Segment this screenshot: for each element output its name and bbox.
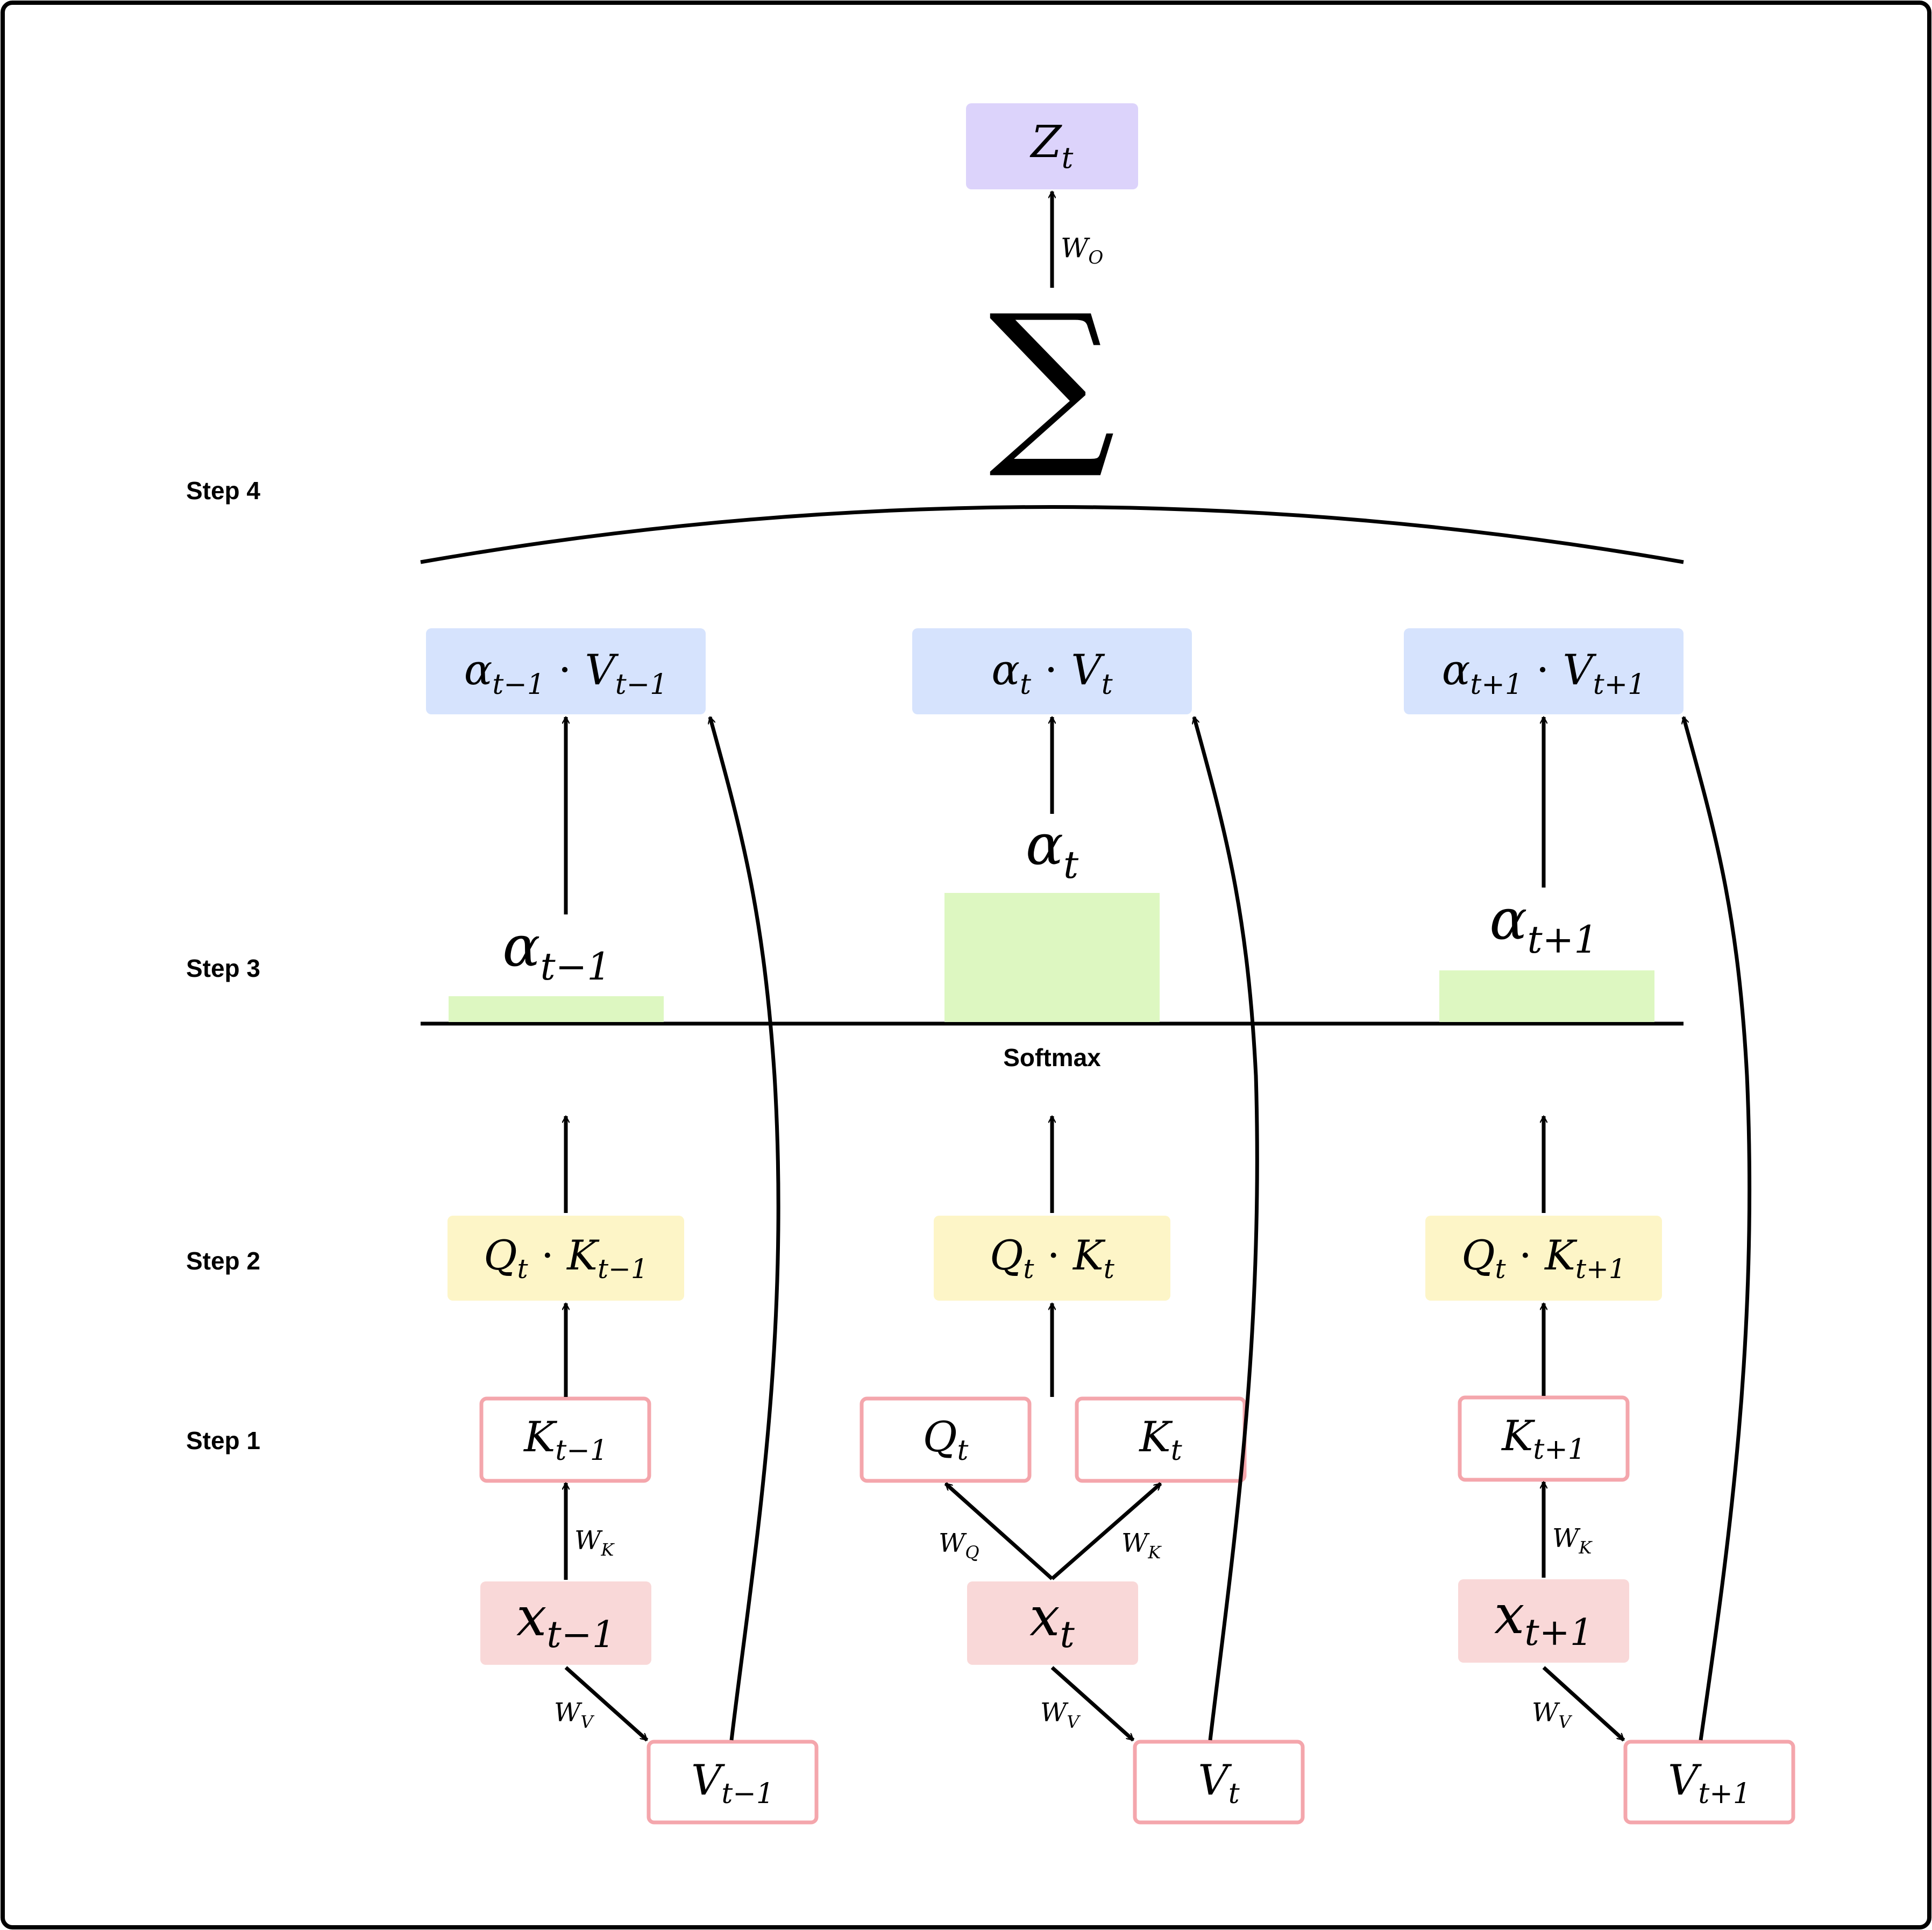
alpha-label: αt−1 — [502, 913, 611, 989]
wo-label: WO — [1061, 232, 1103, 268]
alpha-label: αt — [1026, 812, 1079, 887]
wv-label: WV — [554, 1698, 594, 1732]
weighted-label: αt−1 · Vt−1 — [464, 646, 668, 701]
query-label: Qt — [923, 1413, 969, 1467]
input-label: xt−1 — [516, 1585, 615, 1656]
input-box — [967, 1581, 1138, 1665]
column-prev: αt−1 · Vt−1 αt−1 Qt · Kt−1 Kt−1 xt−1 WK … — [426, 628, 819, 1825]
wv-label: WV — [1040, 1698, 1081, 1732]
weighted-label: αt · Vt — [991, 646, 1112, 701]
key-label: Kt — [1138, 1413, 1182, 1467]
step4-label: Step 4 — [186, 477, 260, 505]
score-box — [1425, 1216, 1662, 1301]
value-box — [1623, 1740, 1795, 1825]
value-to-weighted-arrow — [1684, 717, 1752, 1741]
score-label: Qt · Kt−1 — [484, 1231, 648, 1285]
aggregation-curve — [420, 505, 1684, 564]
key-box — [479, 1396, 651, 1483]
key-box — [1458, 1395, 1630, 1482]
input-box — [1458, 1579, 1629, 1663]
column-next: αt+1 · Vt+1 αt+1 Qt · Kt+1 Kt+1 xt+1 WK … — [1404, 628, 1795, 1825]
value-label: Vt — [1198, 1756, 1239, 1810]
wv-arrow — [1050, 1666, 1135, 1742]
wq-label: WQ — [939, 1528, 979, 1563]
wk-arrow — [1050, 1482, 1162, 1580]
value-box — [647, 1740, 819, 1825]
column-cur: αt · Vt αt Qt · Kt Qt Kt xt WQ WK Vt WV — [860, 628, 1305, 1825]
weighted-box — [912, 628, 1192, 714]
wq-arrow — [944, 1482, 1054, 1580]
input-label: xt+1 — [1494, 1583, 1593, 1654]
wv-arrow — [564, 1666, 649, 1742]
key-label: Kt−1 — [523, 1413, 608, 1467]
wk-label: WK — [574, 1525, 615, 1560]
weighted-label: αt+1 · Vt+1 — [1442, 646, 1646, 701]
value-label: Vt−1 — [691, 1756, 774, 1810]
step3-label: Step 3 — [186, 954, 260, 982]
wk-label: WK — [1552, 1523, 1593, 1558]
output-label: Zt — [1029, 117, 1074, 175]
output-box — [966, 103, 1138, 189]
step2-label: Step 2 — [186, 1247, 260, 1275]
score-box — [448, 1216, 684, 1301]
wv-label: WV — [1532, 1698, 1572, 1732]
query-box — [860, 1396, 1032, 1483]
wk-label: WK — [1121, 1528, 1162, 1563]
wv-arrow — [1542, 1666, 1625, 1742]
score-box — [934, 1216, 1170, 1301]
input-box — [480, 1581, 651, 1665]
value-label: Vt+1 — [1668, 1756, 1751, 1810]
input-label: xt — [1029, 1585, 1075, 1656]
softmax-label: Softmax — [1003, 1044, 1101, 1072]
value-to-weighted-arrow — [1194, 717, 1259, 1741]
alpha-bar — [944, 893, 1160, 1022]
alpha-label: αt+1 — [1489, 886, 1598, 962]
alpha-bar — [1439, 970, 1654, 1022]
sum-icon: ∑ — [989, 276, 1116, 483]
score-label: Qt · Kt — [990, 1231, 1115, 1285]
alpha-bar — [449, 996, 664, 1022]
weighted-box — [1404, 628, 1684, 714]
weighted-box — [426, 628, 706, 714]
value-to-weighted-arrow — [710, 717, 780, 1741]
value-box — [1133, 1740, 1305, 1825]
step1-label: Step 1 — [186, 1427, 260, 1454]
key-label: Kt+1 — [1501, 1412, 1586, 1466]
score-label: Qt · Kt+1 — [1461, 1231, 1626, 1285]
